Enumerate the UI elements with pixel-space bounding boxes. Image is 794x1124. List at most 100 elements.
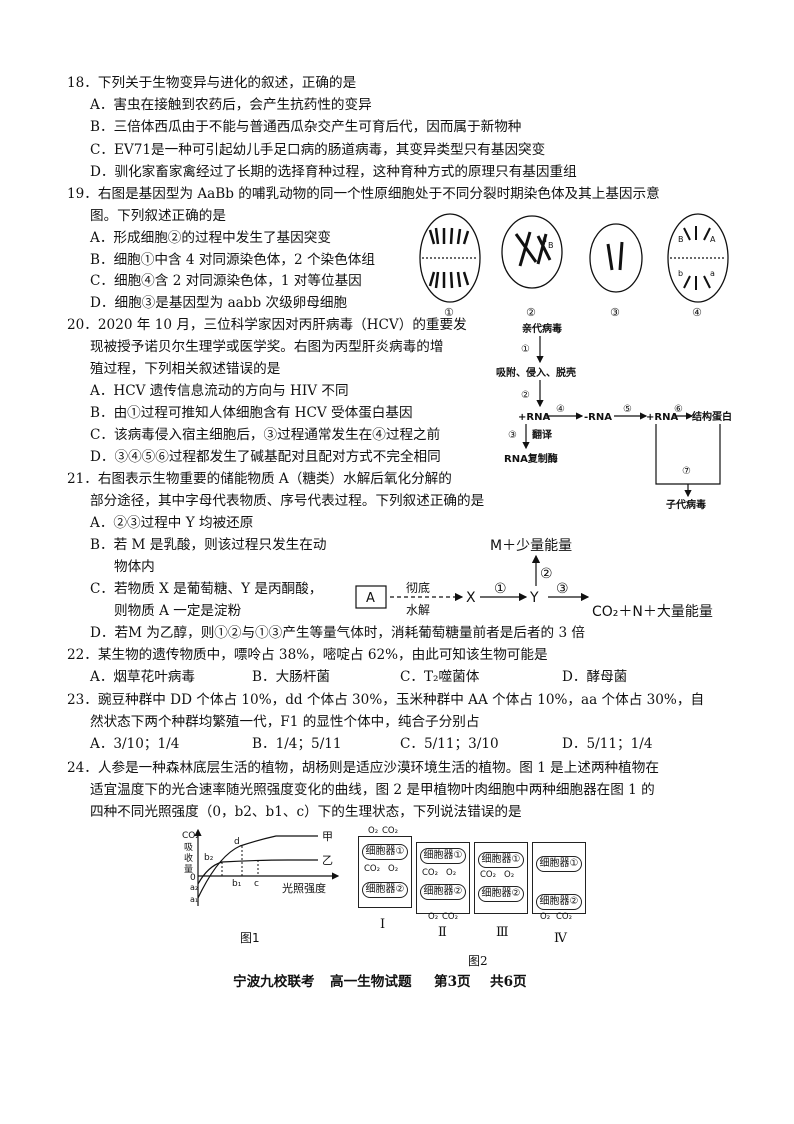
flow-step7: ⑦ <box>682 466 691 477</box>
fig19-label-4: ④ <box>692 306 702 319</box>
fig2-p3-o2: O₂ <box>504 870 515 880</box>
fig2-p2-co2-out: CO₂ <box>442 912 459 922</box>
fig1-ylabel-2: 吸 <box>184 842 193 853</box>
flow-step4: ④ <box>556 404 565 415</box>
fig2-p1-o2-inner: O₂ <box>388 864 399 874</box>
q21-step-2: ② <box>540 566 553 582</box>
fig2-p2-organelle1: 细胞器① <box>420 848 466 864</box>
fig1-a2: a₂ <box>190 883 198 892</box>
q19-option-b: B．细胞①中含 4 对同源染色体，2 个染色体组 <box>90 252 375 268</box>
q18-option-b: B．三倍体西瓜由于不能与普通西瓜杂交产生可育后代，因而属于新物种 <box>90 119 522 135</box>
fig1-label-c: c <box>254 879 259 889</box>
q21-node-y: Y <box>529 590 539 606</box>
fig1-origin: 0 <box>190 873 196 883</box>
q23-option-c: C．5/11；3/10 <box>400 736 499 752</box>
q18-option-c: C．EV71是一种可引起幼儿手足口病的肠道病毒，其变异类型只有基因突变 <box>90 142 546 158</box>
curve-yi <box>197 859 318 885</box>
q24-stem-line2: 适宜温度下的光合速率随光照强度变化的曲线，图 2 是甲植物叶肉细胞中两种细胞器在… <box>90 782 655 798</box>
flow-progeny: 子代病毒 <box>666 498 706 510</box>
q23-stem-line2: 然状态下两个种群均繁殖一代，F1 的显性个体中，纯合子分别占 <box>90 714 480 730</box>
q21-option-c-line2: 则物质 A 一定是淀粉 <box>114 603 242 619</box>
flow-step1: ① <box>521 344 530 355</box>
fig19-label-3: ③ <box>610 306 620 319</box>
fig2-panel-2 <box>416 842 470 914</box>
q20-stem-line2: 现被授予诺贝尔生理学或医学奖。右图为丙型肝炎病毒的增 <box>90 339 444 355</box>
fig2-panel-4 <box>532 842 586 914</box>
fig2-p2-organelle2: 细胞器② <box>420 884 466 900</box>
flow-struct: 结构蛋白 <box>692 410 732 423</box>
flow-translate: 翻译 <box>532 428 553 441</box>
fig2-p3-co2: CO₂ <box>480 870 497 880</box>
q19-stem-line2: 图。下列叙述正确的是 <box>90 208 226 224</box>
q18-option-a: A．害虫在接触到农药后，会产生抗药性的变异 <box>90 97 372 113</box>
q22-option-d: D．酵母菌 <box>562 669 628 685</box>
footer-subject: 高一生物试题 <box>330 974 412 990</box>
footer-school: 宁波九校联考 <box>233 974 315 990</box>
q21-pathway-diagram: A 彻底 水解 X ① Y ② M＋少量能量 ③ CO₂＋N＋大量能量 <box>355 538 713 620</box>
cell-4-gene-a: a <box>710 269 715 278</box>
fig2-panel-label-3: Ⅲ <box>496 925 509 940</box>
fig1-xlabel: 光照强度 <box>282 881 326 895</box>
fig2-p1-o2: O₂ <box>368 826 379 836</box>
q21-hydro-2: 水解 <box>406 603 430 617</box>
fig2-panel-label-2: Ⅱ <box>438 925 447 940</box>
fig1-label-jia: 甲 <box>322 830 333 843</box>
footer-total: 共6页 <box>490 974 527 990</box>
q21-option-a: A．②③过程中 Y 均被还原 <box>90 515 254 531</box>
fig2-p1-co2-inner: CO₂ <box>364 864 381 874</box>
fig2-panel-3 <box>474 842 528 914</box>
fig2-caption: 图2 <box>468 954 488 968</box>
flow-rna-minus: -RNA <box>584 412 612 423</box>
cell-2-gene-a: a <box>542 235 547 244</box>
q24-stem-line3: 四种不同光照强度（0，b2、b1、c）下的生理状态，下列说法错误的是 <box>90 804 522 820</box>
flow-step3: ③ <box>508 430 517 441</box>
cell-2-gene-B: B <box>548 241 554 250</box>
fig1-a1: a₁ <box>190 895 198 904</box>
q22-option-a: A．烟草花叶病毒 <box>90 669 195 685</box>
cell-4-gene-b: b <box>678 269 683 278</box>
flow-entry: 吸附、侵入、脱壳 <box>496 366 576 379</box>
fig2-panel-1 <box>358 836 412 908</box>
fig2-p2-o2-out: O₂ <box>428 912 439 922</box>
fig1-label-d: d <box>234 837 240 847</box>
fig2-p2-co2: CO₂ <box>422 868 439 878</box>
fig2-p4-organelle2: 细胞器② <box>536 894 582 910</box>
fig1-ylabel-3: 收 <box>184 852 193 864</box>
q21-step-1: ① <box>494 581 507 597</box>
q19-stem-line1: 19．右图是基因型为 AaBb 的哺乳动物的同一个性原细胞处于不同分裂时期染色体… <box>67 186 660 202</box>
cell-4 <box>667 213 729 303</box>
q21-option-c-line1: C．若物质 X 是葡萄糖、Y 是丙酮酸， <box>90 581 323 597</box>
fig2-p1-organelle1: 细胞器① <box>362 844 408 860</box>
fig19-label-2: ② <box>526 306 536 319</box>
q20-option-b: B．由①过程可推知人体细胞含有 HCV 受体蛋白基因 <box>90 405 413 421</box>
fig2-p4-organelle1: 细胞器① <box>536 856 582 872</box>
footer-page: 第3页 <box>434 974 471 990</box>
q19-cell-figure: a B B b a A ① ② ③ ④ <box>419 213 729 319</box>
fig2-p3-organelle1: 细胞器① <box>478 852 524 868</box>
q24-stem-line1: 24．人参是一种森林底层生活的植物，胡杨则是适应沙漠环境生活的植物。图 1 是上… <box>67 760 659 776</box>
q22-option-b: B．大肠杆菌 <box>252 669 330 685</box>
q21-top-product: M＋少量能量 <box>490 538 572 554</box>
fig1-label-b2: b₂ <box>204 853 214 863</box>
q23-option-a: A．3/10；1/4 <box>90 736 180 752</box>
q23-option-b: B．1/4；5/11 <box>252 736 342 752</box>
fig2-p2-o2: O₂ <box>446 868 457 878</box>
flow-replicase: RNA复制酶 <box>504 452 558 465</box>
fig1-ylabel-4: 量 <box>184 864 193 875</box>
flow-parent: 亲代病毒 <box>522 322 562 335</box>
q19-option-a: A．形成细胞②的过程中发生了基因突变 <box>90 230 331 246</box>
q21-option-d: D．若M 为乙醇，则①②与①③产生等量气体时，消耗葡萄糖量前者是后者的 3 倍 <box>90 625 586 641</box>
fig19-label-1: ① <box>444 306 454 319</box>
q22-option-c: C．T₂噬菌体 <box>400 669 480 685</box>
cell-2 <box>501 215 563 289</box>
fig1-label-yi: 乙 <box>322 854 333 867</box>
fig2-p1-organelle2: 细胞器② <box>362 882 408 898</box>
q24-fig1-graph: CO₂ 吸 收 量 甲 乙 d b₂ b₁ c 0 a₂ a₁ 光照强度 图1 <box>182 828 340 945</box>
fig2-panel-label-4: Ⅳ <box>554 931 567 946</box>
q23-stem-line1: 23．豌豆种群中 DD 个体占 10%，dd 个体占 30%，玉米种群中 AA … <box>67 692 705 708</box>
q21-option-b-line1: B．若 M 是乳酸，则该过程只发生在动 <box>90 537 327 553</box>
fig1-ylabel-1: CO₂ <box>182 831 199 841</box>
q21-node-a: A <box>366 591 375 606</box>
hcv-flow-diagram: 亲代病毒 ① 吸附、侵入、脱壳 ② +RNA ④ -RNA ⑤ +RNA ⑥ 结… <box>496 322 732 510</box>
q19-option-c: C．细胞④含 2 对同源染色体，1 对等位基因 <box>90 273 362 289</box>
